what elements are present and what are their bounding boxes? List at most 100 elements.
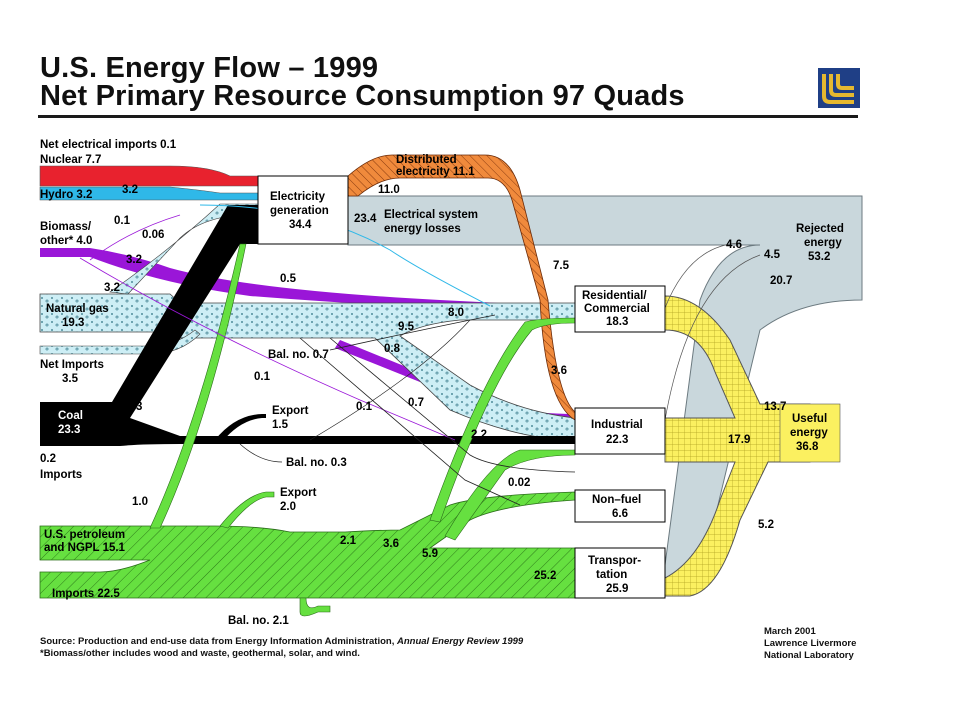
label-nonfuel-2: 6.6 [612,508,628,520]
label-export-20-1: Export [280,487,317,499]
label-value-5-2: 5.2 [758,519,774,531]
label-residential-3: 18.3 [606,316,628,328]
label-biomass-2: other* 4.0 [40,235,92,247]
biomass-thin-link [79,257,456,441]
coal-export [215,414,266,442]
label-value-3-2a: 3.2 [126,254,142,266]
title-rule [38,115,858,118]
label-imports-02-2: Imports [40,469,82,481]
page-title: U.S. Energy Flow – 1999 [40,52,379,84]
label-useful-1: Useful [792,413,827,425]
label-coal-to-elec: 19.3 [120,401,142,413]
label-export-15-1: Export [272,405,309,417]
label-petroleum-1: U.S. petroleum [44,529,125,541]
label-value-0-8: 0.8 [384,343,401,355]
petroleum-to-electricity [149,243,247,529]
label-coal-2: 23.3 [58,424,80,436]
footer-note: *Biomass/other includes wood and waste, … [40,648,360,659]
label-elec-losses-1: Electrical system [384,209,478,221]
label-bal-0-3: Bal. no. 0.3 [286,457,347,469]
label-value-0-02: 0.02 [508,477,530,489]
label-value-3-6b: 3.6 [383,538,399,550]
label-imports-02-1: 0.2 [40,453,56,465]
transportation-box [574,547,666,599]
label-value-8-0: 8.0 [448,307,464,319]
petroleum-balance [299,597,331,617]
label-industrial-1: Industrial [591,419,643,431]
footer-org-2: National Laboratory [764,650,854,661]
label-value-0-1b: 0.1 [254,371,271,383]
label-value-9-5: 9.5 [398,321,415,333]
label-imports-22-5: Imports 22.5 [52,588,120,600]
label-rejected-3: 53.2 [808,251,830,263]
label-value-3-6a: 3.6 [551,365,567,377]
nuclear-flow [39,165,259,187]
label-hydro: Hydro 3.2 [40,189,92,201]
label-net-imports-2: 3.5 [62,373,79,385]
label-useful-2: energy [790,427,828,439]
llnl-logo [818,68,860,108]
biomass-thin-link-2 [89,214,181,261]
coal-thin-link [329,337,576,473]
label-value-0-1c: 0.1 [356,401,373,413]
electricity-generation-box [257,175,349,245]
label-biomass-1: Biomass/ [40,221,92,233]
coal-flow [40,205,575,446]
label-value-3-2b: 3.2 [104,282,120,294]
rejected-link-2 [664,254,761,421]
footer-source: Source: Production and end-use data from… [40,636,524,647]
label-export-20-2: 2.0 [280,501,296,513]
label-residential-1: Residential/ [582,290,647,302]
label-value-7-5: 7.5 [553,260,570,272]
label-transport-3: 25.9 [606,583,628,595]
label-elec-gen-3: 34.4 [289,219,312,231]
footer-date: March 2001 [764,626,816,637]
label-net-imports-1: Net Imports [40,359,104,371]
label-elec-gen-1: Electricity [270,191,326,203]
label-value-17-9: 17.9 [728,434,750,446]
label-transport-1: Transpor- [588,555,641,567]
label-petroleum-2: and NGPL 15.1 [44,542,126,554]
label-value-2-2: 2.2 [471,429,487,441]
hydro-link [199,204,491,307]
label-rejected-2: energy [804,237,842,249]
petroleum-export [219,491,275,529]
rejected-link-1 [664,242,741,309]
label-value-20-7: 20.7 [770,275,792,287]
label-elec-losses-2: energy losses [384,223,461,235]
industrial-box [574,407,666,455]
label-value-1-0: 1.0 [132,496,148,508]
gas-thin-link [329,314,496,351]
label-natural-gas-2: 19.3 [62,317,84,329]
label-elec-gen-2: generation [270,205,329,217]
footer-org-1: Lawrence Livermore [764,638,857,649]
label-distributed-2: electricity 11.1 [396,166,475,178]
label-value-4-5: 4.5 [764,249,781,261]
coal-thin-link-2 [299,337,521,506]
label-residential-2: Commercial [584,303,650,315]
label-value-0-06: 0.06 [142,229,164,241]
label-value-2-1: 2.1 [340,535,357,547]
label-value-13-7: 13.7 [764,401,786,413]
label-industrial-2: 22.3 [606,434,628,446]
label-transport-2: tation [596,569,627,581]
label-coal-1: Coal [58,410,83,422]
industrial-thin-link [309,319,471,441]
label-value-0-7: 0.7 [408,397,424,409]
label-nuclear: Nuclear 7.7 [40,154,101,166]
label-export-15-2: 1.5 [272,419,289,431]
biomass-to-industrial [335,340,575,420]
label-value-11-0: 11.0 [378,184,400,196]
label-rejected-1: Rejected [796,223,844,235]
label-value-0-1a: 0.1 [114,215,131,227]
label-bal-2-1: Bal. no. 2.1 [228,615,289,627]
label-nonfuel-1: Non–fuel [592,494,641,506]
useful-energy-box [779,403,841,463]
nonfuel-box [574,489,666,523]
residential-box [574,285,666,333]
label-net-electrical-imports: Net electrical imports 0.1 [40,139,177,151]
balance-03-link [239,443,283,463]
label-natural-gas-1: Natural gas [46,303,109,315]
label-bal-0-7: Bal. no. 0.7 [268,349,329,361]
